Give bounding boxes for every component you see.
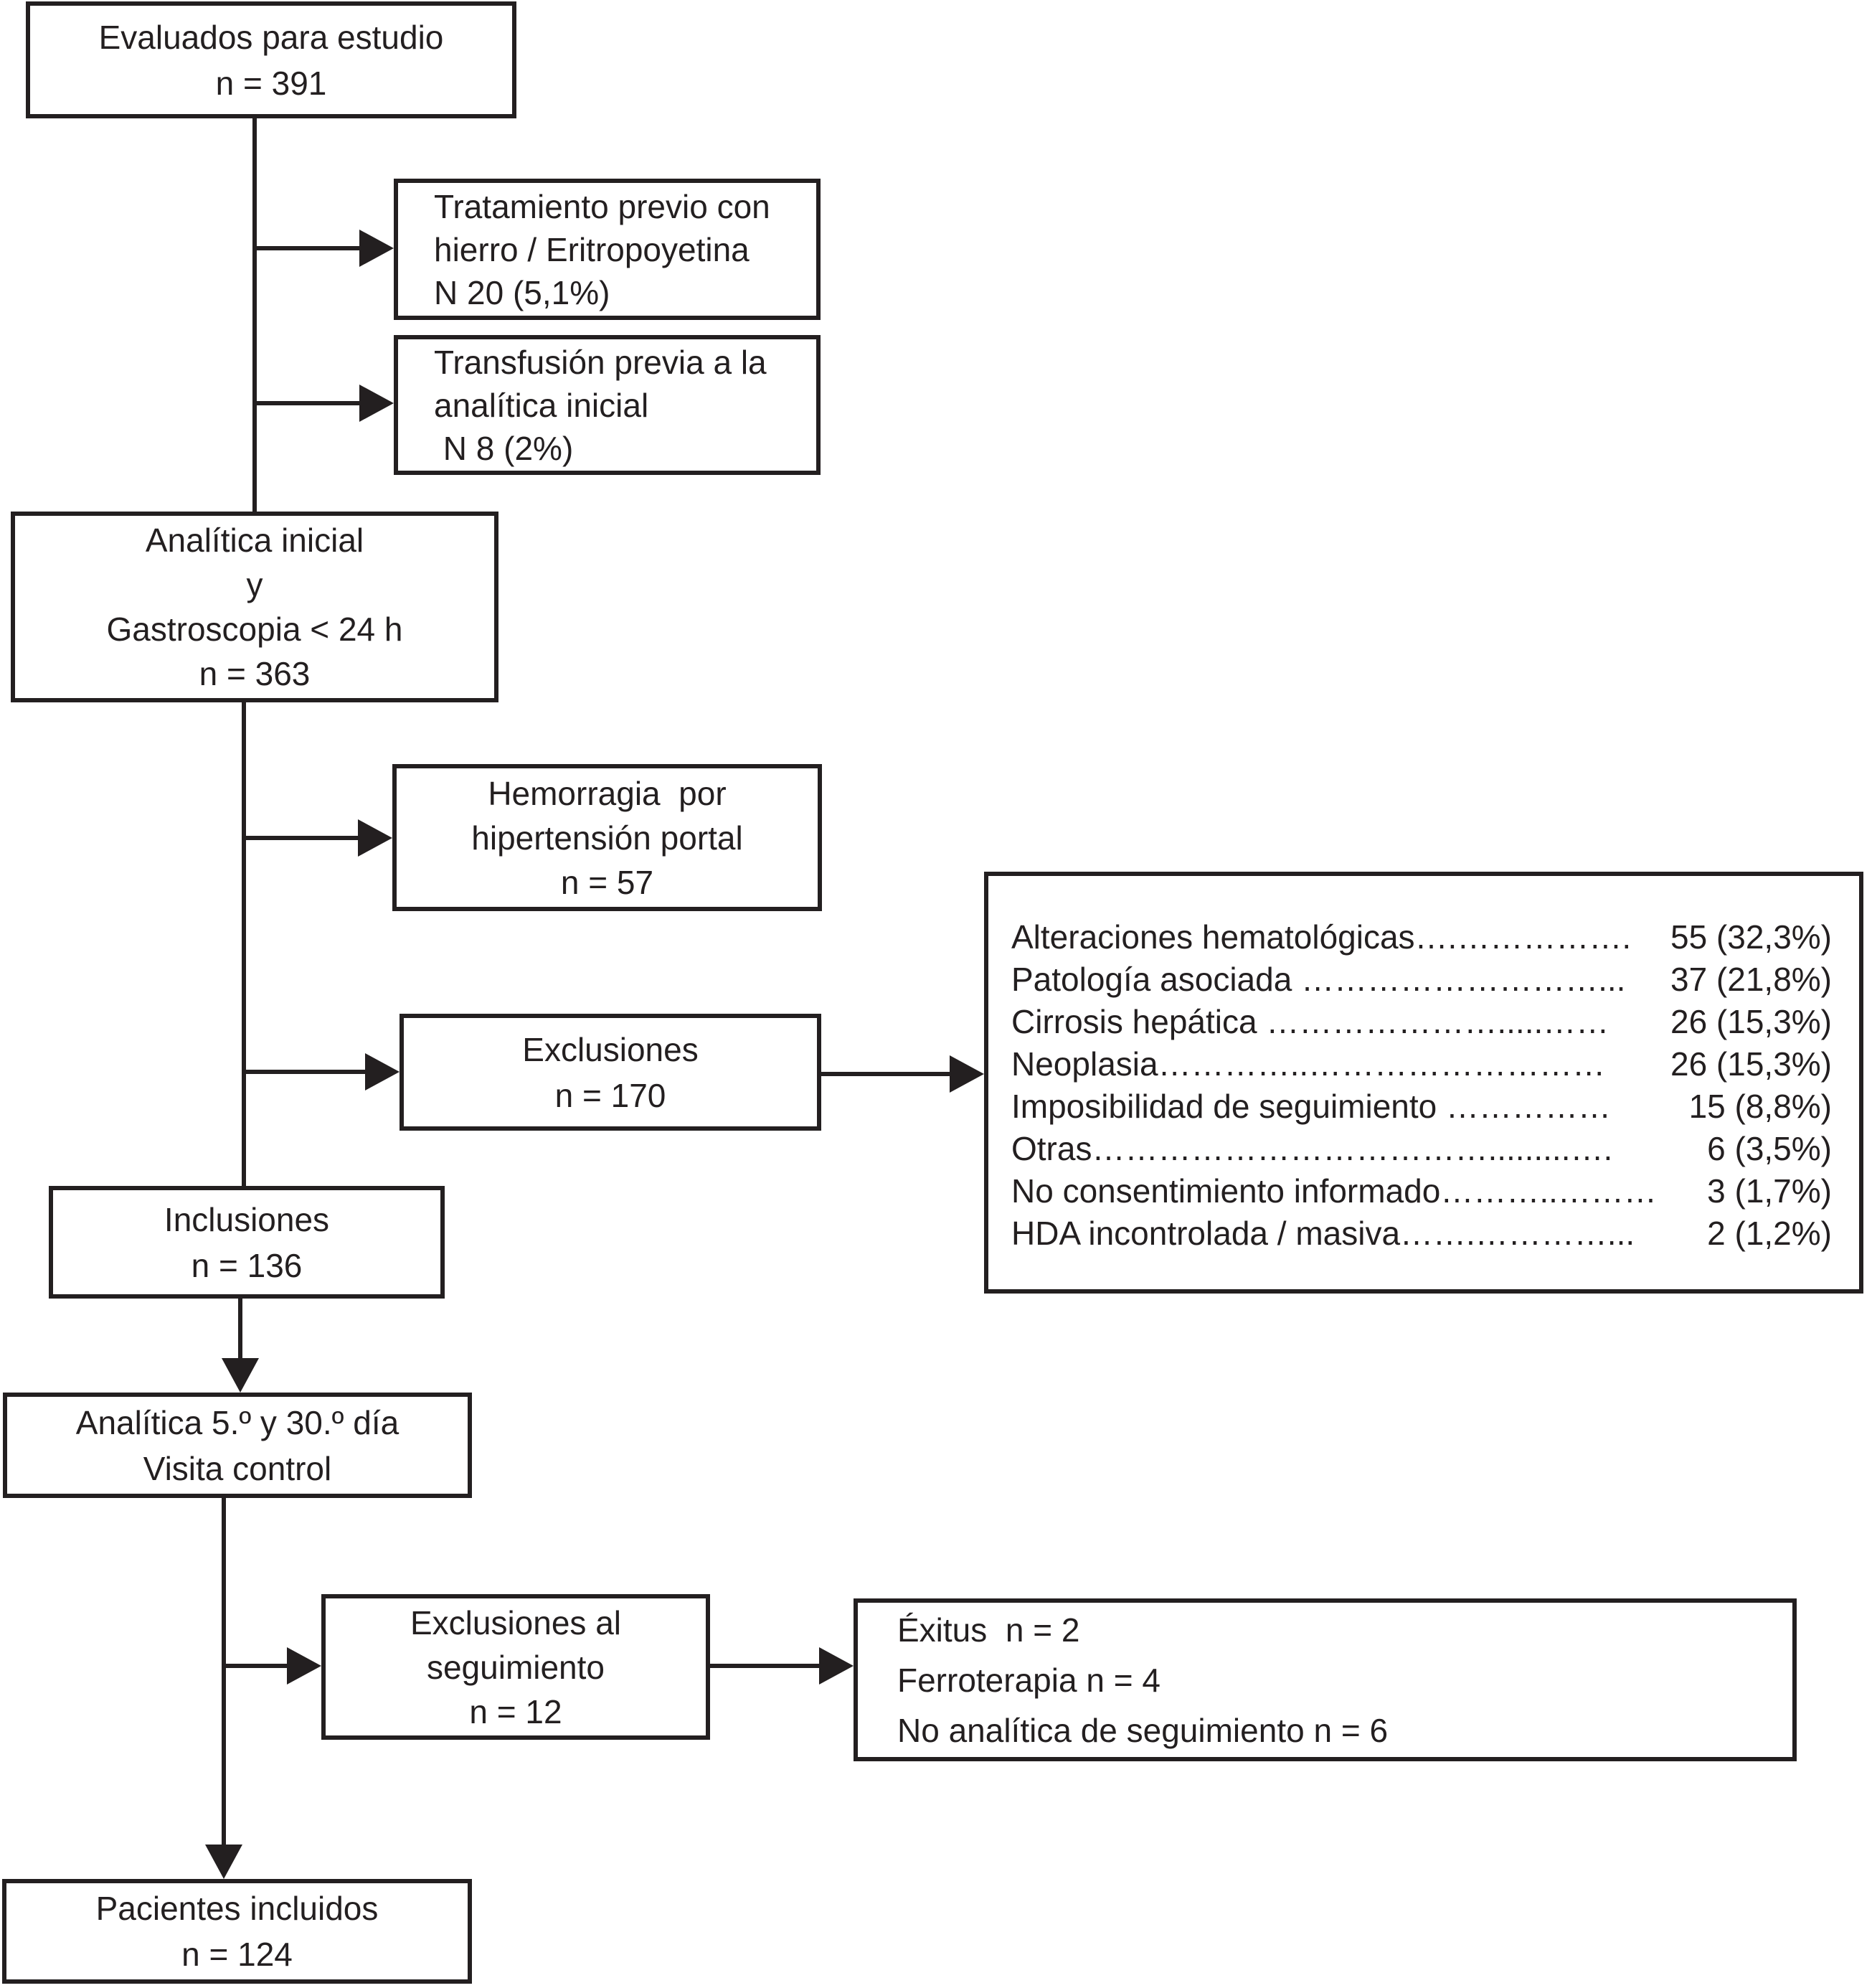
box-transfusion-count: N 8 (2%) xyxy=(434,429,574,467)
arrowhead-transfusion xyxy=(359,385,394,422)
box-exclusiones-count: n = 170 xyxy=(554,1076,666,1114)
box-evaluados: Evaluados para estudio n = 391 xyxy=(26,1,516,118)
connector-branch-transfusion xyxy=(252,401,362,405)
box-analitica-inicial: Analítica inicial y Gastroscopia < 24 h … xyxy=(11,512,498,702)
exclusion-list-item: HDA incontrolada / masiva…….…………... 2 (1… xyxy=(1011,1212,1832,1255)
exclusion-count: 26 (15,3%) xyxy=(1670,1003,1832,1040)
exclusion-reason: Cirrosis hepática ………………….....…… xyxy=(1011,1003,1609,1040)
exclusion-reason: HDA incontrolada / masiva…….…………... xyxy=(1011,1215,1635,1252)
box-tratamiento-previo: Tratamiento previo con hierro / Eritropo… xyxy=(394,179,821,320)
box-pacientes-incluidos: Pacientes incluidos n = 124 xyxy=(2,1879,472,1984)
exclusion-count: 3 (1,7%) xyxy=(1707,1172,1832,1210)
exclusion-reason: Alteraciones hematológicas….……………. xyxy=(1011,918,1632,956)
exclusion-reason: Otras……………………………….........…. xyxy=(1011,1130,1613,1167)
exclusion-reason: Patología asociada ………………………... xyxy=(1011,961,1626,998)
box-inclusiones-title: Inclusiones xyxy=(164,1200,330,1238)
arrowhead-analitica-control xyxy=(222,1358,259,1393)
exclusion-list-item: Patología asociada ………………………... 37 (21,8… xyxy=(1011,958,1832,1001)
connector-branch-tratamiento xyxy=(252,246,362,250)
connector-branch-exclusiones xyxy=(242,1070,368,1074)
box-exclusiones-seguimiento-line: Exclusiones al xyxy=(410,1603,622,1641)
connector-branch-exclusiones-seguimiento xyxy=(222,1664,290,1668)
connector-inclusiones-to-control xyxy=(238,1296,242,1361)
exitus-line: Éxitus n = 2 xyxy=(897,1611,1080,1649)
box-pacientes-title: Pacientes incluidos xyxy=(95,1890,379,1927)
box-exclusion-detail-list: Alteraciones hematológicas….……………. 55 (3… xyxy=(984,872,1863,1294)
box-analitica-inicial-line: y xyxy=(246,566,263,603)
box-pacientes-count: n = 124 xyxy=(181,1936,293,1973)
exclusion-count: 55 (32,3%) xyxy=(1670,918,1832,956)
connector-control-to-pacientes xyxy=(222,1498,226,1847)
box-inclusiones: Inclusiones n = 136 xyxy=(49,1186,445,1299)
arrowhead-hemorragia xyxy=(358,819,392,857)
arrowhead-pacientes-incluidos xyxy=(205,1845,242,1879)
exclusion-list-item: Alteraciones hematológicas….……………. 55 (3… xyxy=(1011,916,1832,958)
box-inclusiones-count: n = 136 xyxy=(191,1246,303,1284)
exclusion-count: 2 (1,2%) xyxy=(1707,1215,1832,1252)
connector-exclusiones-to-detail xyxy=(821,1072,952,1076)
exclusion-count: 15 (8,8%) xyxy=(1688,1088,1832,1125)
no-analitica-line: No analítica de seguimiento n = 6 xyxy=(897,1711,1389,1749)
connector-seguimiento-to-exitus xyxy=(710,1664,822,1668)
box-transfusion-line: analítica inicial xyxy=(434,386,649,424)
ferroterapia-line: Ferroterapia n = 4 xyxy=(897,1661,1160,1699)
box-analitica-control: Analítica 5.º y 30.º día Visita control xyxy=(3,1393,472,1498)
box-exclusiones-seguimiento: Exclusiones al seguimiento n = 12 xyxy=(321,1594,710,1740)
box-tratamiento-line: Tratamiento previo con xyxy=(434,187,770,225)
connector-branch-hemorragia xyxy=(242,836,361,840)
connector-analitica-to-inclusiones xyxy=(242,702,246,1186)
box-exclusiones-title: Exclusiones xyxy=(522,1030,699,1068)
exclusion-reason: No consentimiento informado………..……… xyxy=(1011,1172,1657,1210)
box-exclusiones-seguimiento-line: seguimiento xyxy=(426,1648,605,1686)
exclusion-list-item: Otras……………………………….........…. 6 (3,5%) xyxy=(1011,1128,1832,1170)
exclusion-list-item: Imposibilidad de seguimiento …………… 15 (8… xyxy=(1011,1085,1832,1128)
arrowhead-exclusion-detail xyxy=(950,1055,984,1093)
exclusion-list-item: No consentimiento informado………..……… 3 (1… xyxy=(1011,1170,1832,1212)
exclusion-count: 37 (21,8%) xyxy=(1670,961,1832,998)
box-exclusiones-seguimiento-count: n = 12 xyxy=(469,1692,562,1730)
exclusion-list-item: Neoplasia…………..……………………… 26 (15,3%) xyxy=(1011,1043,1832,1085)
box-evaluados-count: n = 391 xyxy=(215,64,327,102)
box-hemorragia-line: Hemorragia por xyxy=(488,774,727,812)
box-analitica-inicial-count: n = 363 xyxy=(199,655,311,692)
box-analitica-inicial-line: Gastroscopia < 24 h xyxy=(106,611,403,648)
box-analitica-control-line: Analítica 5.º y 30.º día xyxy=(75,1403,400,1441)
connector-evaluados-to-analitica xyxy=(252,118,257,512)
box-analitica-control-line: Visita control xyxy=(143,1449,332,1487)
box-tratamiento-line: hierro / Eritropoyetina xyxy=(434,230,750,268)
box-hemorragia: Hemorragia por hipertensión portal n = 5… xyxy=(392,764,822,911)
arrowhead-exitus xyxy=(819,1647,854,1685)
exclusion-list-item: Cirrosis hepática ………………….....…… 26 (15,… xyxy=(1011,1001,1832,1043)
box-analitica-inicial-line: Analítica inicial xyxy=(145,522,364,559)
arrowhead-exclusiones-seguimiento xyxy=(287,1647,321,1685)
exclusion-reason: Imposibilidad de seguimiento …………… xyxy=(1011,1088,1612,1125)
exclusion-count: 26 (15,3%) xyxy=(1670,1045,1832,1083)
box-hemorragia-count: n = 57 xyxy=(560,863,654,901)
arrowhead-tratamiento xyxy=(359,230,394,267)
exclusion-count: 6 (3,5%) xyxy=(1707,1130,1832,1167)
box-tratamiento-count: N 20 (5,1%) xyxy=(434,273,610,311)
box-exclusiones: Exclusiones n = 170 xyxy=(400,1014,821,1131)
exclusion-reason: Neoplasia…………..……………………… xyxy=(1011,1045,1606,1083)
box-transfusion-line: Transfusión previa a la xyxy=(434,343,767,381)
box-transfusion-previa: Transfusión previa a la analítica inicia… xyxy=(394,335,821,475)
box-hemorragia-line: hipertensión portal xyxy=(471,819,743,857)
arrowhead-exclusiones xyxy=(365,1053,400,1090)
box-exitus-detail: Éxitus n = 2 Ferroterapia n = 4 No analí… xyxy=(854,1598,1797,1761)
box-evaluados-title: Evaluados para estudio xyxy=(98,18,444,56)
